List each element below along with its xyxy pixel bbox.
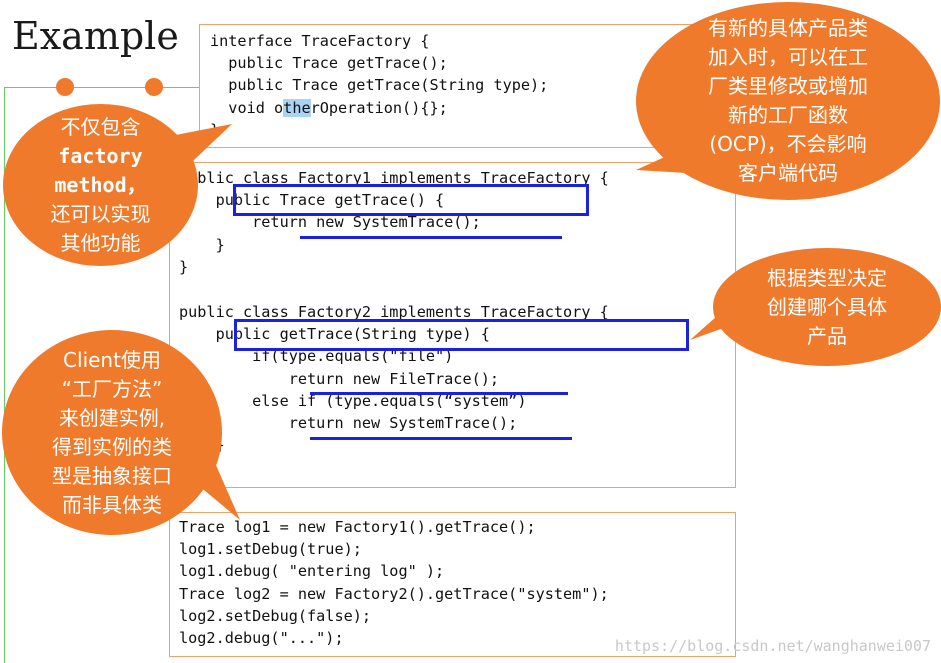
callout-text: 厂类里修改或增加: [708, 74, 868, 98]
code-line: }: [179, 257, 189, 276]
code-line: }: [179, 235, 225, 254]
code-line: log2.debug("...");: [179, 629, 344, 648]
code-line: else if (type.equals(“system”): [179, 391, 527, 410]
callout-text: 得到实例的类: [52, 434, 172, 459]
callout-text: 型是抽象接口: [52, 463, 172, 488]
callout-text: Client使用: [63, 347, 161, 372]
code-line: log1.setDebug(true);: [179, 540, 362, 559]
callout-text: 客户端代码: [738, 161, 838, 185]
factory1-return-underline: [300, 236, 562, 239]
filetrace-underline: [310, 392, 568, 395]
bullet-dot: [56, 78, 74, 96]
code-line: log1.debug( "entering log" );: [179, 562, 445, 581]
code-line: public getTrace(String type) {: [179, 325, 490, 344]
code-line: return new SystemTrace();: [179, 414, 518, 433]
frame-line: [4, 87, 200, 88]
code-line: public class Factory2 implements TraceFa…: [179, 303, 609, 321]
code-line: return new SystemTrace();: [179, 213, 481, 232]
factory-code-panel: [169, 162, 736, 488]
callout-text: 产品: [807, 323, 847, 348]
code-line: public Trace getTrace() {: [179, 191, 445, 210]
callout-text: 来创建实例,: [58, 405, 166, 430]
code-line: Trace log2 = new Factory2().getTrace("sy…: [179, 584, 609, 603]
code-line: Trace log1 = new Factory1().getTrace();: [179, 518, 536, 536]
frame-line: [4, 87, 5, 663]
code-line: public Trace getTrace(String type);: [210, 76, 549, 95]
callout-text: method，: [54, 172, 147, 197]
bullet-dot: [145, 78, 163, 96]
slide-title: Example: [12, 14, 179, 58]
callout-text: factory: [58, 143, 143, 168]
callout-text: 还可以实现: [50, 201, 151, 226]
client-usage-callout: Client使用 “工厂方法” 来创建实例, 得到实例的类 型是抽象接口 而非具…: [2, 330, 222, 535]
type-decision-callout: 根据类型决定 创建哪个具体 产品: [713, 248, 941, 366]
code-line: public Trace getTrace();: [210, 54, 448, 73]
callout-text: 新的工厂函数: [728, 103, 848, 127]
callout-text: “工厂方法”: [61, 376, 163, 401]
code-line: rOperation(){};: [310, 98, 448, 117]
callout-text: 创建哪个具体: [767, 294, 887, 319]
factory2-code: public class Factory2 implements TraceFa…: [179, 301, 609, 456]
watermark: https://blog.csdn.net/wanghanwei007: [614, 637, 931, 655]
factory-method-callout: 不仅包含 factory method， 还可以实现 其他功能: [3, 104, 198, 266]
code-line: if(type.equals("file"): [179, 347, 454, 366]
systemtrace-underline: [310, 437, 572, 440]
code-line: interface TraceFactory {: [210, 32, 430, 50]
callout-text: 有新的具体产品类: [708, 16, 868, 40]
interface-code: interface TraceFactory { public Trace ge…: [210, 30, 548, 141]
client-code: Trace log1 = new Factory1().getTrace(); …: [179, 516, 609, 649]
code-line: return new FileTrace();: [179, 369, 500, 388]
selection-highlight: the: [283, 98, 311, 117]
callout-text: 加入时，可以在工: [708, 45, 868, 69]
client-code-panel: [169, 512, 736, 657]
callout-text: (OCP)，不会影响: [709, 132, 867, 156]
callout-text: 其他功能: [60, 230, 141, 255]
callout-text: 根据类型决定: [767, 265, 887, 290]
code-line: log2.setDebug(false);: [179, 606, 372, 625]
ocp-callout: 有新的具体产品类 加入时，可以在工 厂类里修改或增加 新的工厂函数 (OCP)，…: [636, 2, 940, 200]
callout-text: 不仅包含: [60, 114, 141, 139]
factory1-method-box: [233, 184, 589, 216]
callout-text: 而非具体类: [62, 492, 162, 517]
factory2-method-box: [234, 319, 689, 351]
code-line: void o: [228, 98, 284, 117]
